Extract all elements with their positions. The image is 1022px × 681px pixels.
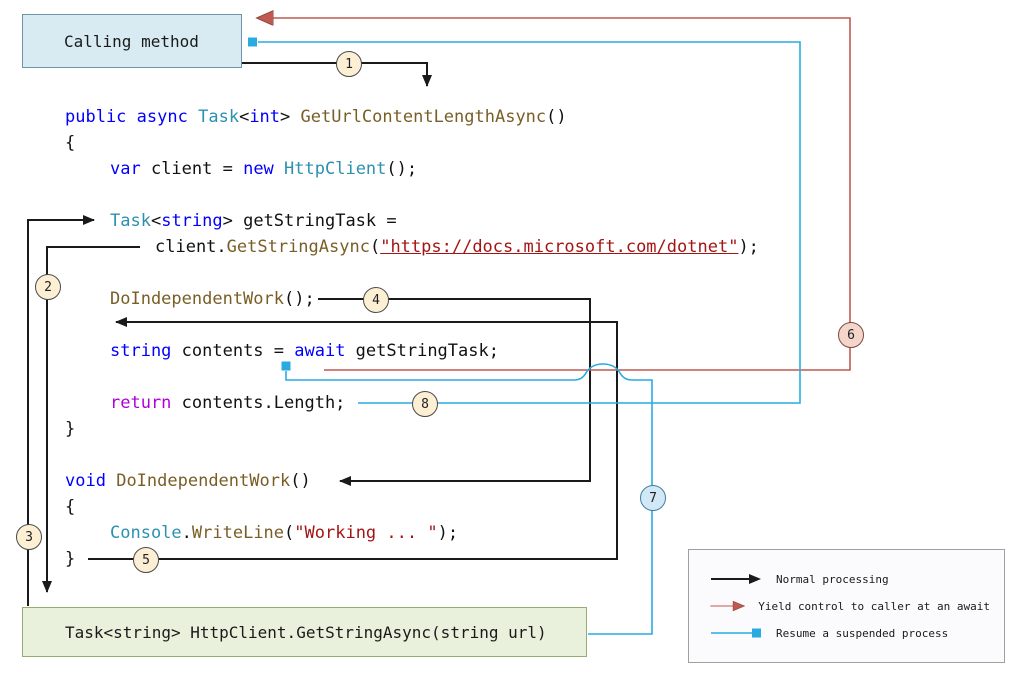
code-token: DoIndependentWork xyxy=(110,289,284,309)
code-token: "Working ... " xyxy=(294,523,438,543)
step-badge-8: 8 xyxy=(412,391,438,417)
code-token: GetUrlContentLengthAsync xyxy=(300,107,547,127)
legend-item-normal: Normal processing xyxy=(709,571,990,587)
step4-call-doindependentwork-arrow xyxy=(318,298,591,486)
code-line-new-httpclient: var client = new HttpClient(); xyxy=(110,158,417,180)
code-token: string xyxy=(161,211,223,231)
code-token xyxy=(126,107,136,127)
resume-process-line-icon xyxy=(711,628,761,638)
step1-normal-flow-arrow xyxy=(242,62,432,87)
code-token: ); xyxy=(738,237,759,257)
calling-method-box: Calling method xyxy=(22,14,242,68)
code-token: } xyxy=(65,419,76,439)
code-line-return: return contents.Length; xyxy=(110,392,345,414)
code-token xyxy=(188,107,198,127)
code-token: await xyxy=(294,341,346,361)
step-badge-4: 4 xyxy=(363,287,389,313)
code-token xyxy=(106,471,116,491)
code-line-open-brace: { xyxy=(65,132,75,154)
code-token: void xyxy=(65,471,106,491)
code-token: DoIndependentWork xyxy=(116,471,291,491)
code-token: Task xyxy=(110,211,151,231)
code-line-await: string contents = await getStringTask; xyxy=(110,340,499,362)
resume-marker-calling-method xyxy=(248,37,257,47)
resume-marker-await xyxy=(281,361,291,371)
step-badge-3: 3 xyxy=(16,524,42,550)
code-token: (); xyxy=(386,159,418,179)
getstringasync-method-box: Task<string> HttpClient.GetStringAsync(s… xyxy=(22,607,587,657)
calling-method-label: Calling method xyxy=(64,31,199,51)
code-line-doindependentwork-signature: void DoIndependentWork() xyxy=(65,470,311,492)
code-token: . xyxy=(181,523,192,543)
code-token: contents = xyxy=(171,341,295,361)
code-token: return xyxy=(110,393,172,413)
step-badge-1: 1 xyxy=(336,51,362,77)
code-token: < xyxy=(239,107,250,127)
code-token: Task xyxy=(198,107,240,127)
code-token: GetStringAsync xyxy=(226,237,370,257)
step-badge-5: 5 xyxy=(133,547,159,573)
step-badge-7: 7 xyxy=(640,485,666,511)
code-line-getstringasync: client.GetStringAsync("https://docs.micr… xyxy=(155,236,759,258)
code-token: client = xyxy=(140,159,244,179)
code-line-call-doindependentwork: DoIndependentWork(); xyxy=(110,288,315,310)
code-token: (); xyxy=(284,289,315,309)
code-token: < xyxy=(150,211,162,231)
code-token: async xyxy=(136,107,188,127)
legend-label-yield: Yield control to caller at an await xyxy=(758,599,990,613)
code-token: int xyxy=(249,107,281,127)
code-token: Console xyxy=(110,523,182,543)
code-token: public xyxy=(65,107,127,127)
code-token: string xyxy=(110,341,172,361)
yield-control-arrow-icon xyxy=(710,600,746,612)
code-token: client. xyxy=(155,237,227,257)
code-line-diw-open-brace: { xyxy=(65,496,75,518)
code-token: ); xyxy=(437,523,459,543)
code-token xyxy=(274,159,284,179)
legend-item-yield: Yield control to caller at an await xyxy=(709,598,990,614)
code-token: () xyxy=(290,471,311,491)
code-token: ( xyxy=(369,237,381,257)
code-token: () xyxy=(546,107,567,127)
normal-flow-arrow-icon xyxy=(711,574,761,584)
legend-item-resume: Resume a suspended process xyxy=(709,625,990,641)
code-token: } xyxy=(65,549,76,569)
code-token: contents.Length; xyxy=(171,393,346,413)
code-token: ( xyxy=(284,523,295,543)
code-line-signature: public async Task<int> GetUrlContentLeng… xyxy=(65,106,567,128)
code-token: { xyxy=(65,497,76,517)
code-token: { xyxy=(65,133,76,153)
code-token: > xyxy=(280,107,301,127)
code-token: new xyxy=(243,159,274,179)
step-badge-6: 6 xyxy=(838,322,864,348)
code-token: getStringTask; xyxy=(345,341,499,361)
legend-label-normal: Normal processing xyxy=(776,572,889,586)
code-token: HttpClient xyxy=(284,159,387,179)
code-token: "https://docs.microsoft.com/dotnet" xyxy=(380,237,739,257)
code-line-close-brace: } xyxy=(65,418,75,440)
legend-label-resume: Resume a suspended process xyxy=(776,626,949,640)
step-badge-2: 2 xyxy=(35,274,61,300)
code-token: > getStringTask = xyxy=(222,211,397,231)
legend: Normal processing Yield control to calle… xyxy=(688,549,1005,663)
code-token: WriteLine xyxy=(191,523,285,543)
code-token: var xyxy=(110,159,141,179)
code-line-diw-close-brace: } xyxy=(65,548,75,570)
getstringasync-method-label: Task<string> HttpClient.GetStringAsync(s… xyxy=(65,622,547,642)
code-line-getstringtask: Task<string> getStringTask = xyxy=(110,210,397,232)
code-line-console-writeline: Console.WriteLine("Working ... "); xyxy=(110,522,458,544)
